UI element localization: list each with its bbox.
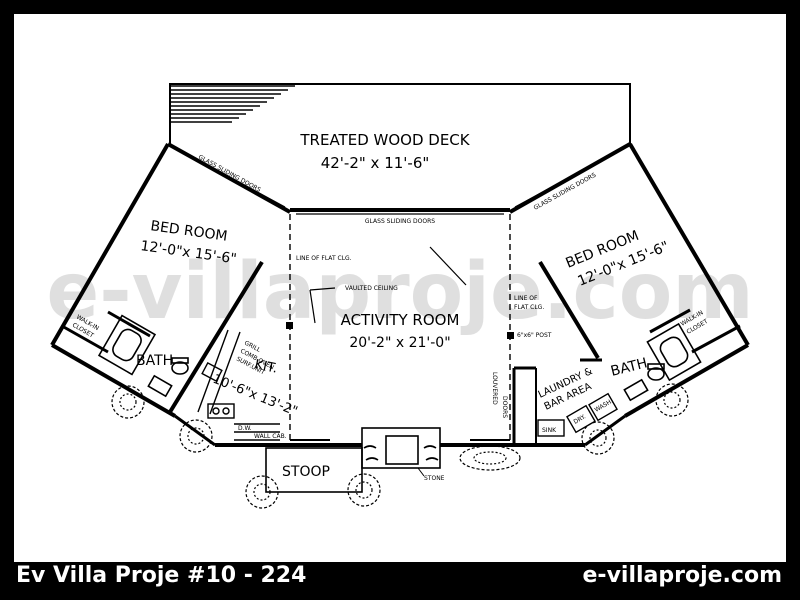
glass-sliding-doors <box>179 149 621 215</box>
floor-plan: e-villaproje.com TREATED WOOD DECK <box>46 83 754 509</box>
post-label: 6"x6" POST <box>517 332 552 339</box>
bath-right-fixtures <box>623 322 702 402</box>
bath-right-name: BATH <box>609 355 649 380</box>
sink-label: SINK <box>542 427 557 434</box>
louvered-label-1: LOUVERED <box>491 372 498 405</box>
wall-cab-label: WALL CAB. <box>254 433 287 440</box>
caption-website: e-villaproje.com <box>582 563 782 588</box>
dw-label: D.W. <box>238 425 252 432</box>
stoop-name: STOOP <box>282 464 330 480</box>
deck-name: TREATED WOOD DECK <box>299 131 470 149</box>
bath-left-fixtures <box>97 314 189 398</box>
caption-project-id: Ev Villa Proje #10 - 224 <box>16 563 307 588</box>
stoop-outline <box>265 447 363 493</box>
line-flat-right-label-1: LINE OF <box>514 295 538 302</box>
stone-label: STONE <box>424 475 445 482</box>
watermark: e-villaproje.com <box>46 247 753 337</box>
glass-sliding-center-label: GLASS SLIDING DOORS <box>365 218 435 225</box>
dryer-label: DRY. <box>573 413 588 425</box>
bath-left-name: BATH <box>136 353 173 369</box>
louvered-label-2: DOORS <box>501 396 508 418</box>
stone-leader <box>417 467 425 477</box>
exterior-walls <box>50 142 750 447</box>
kitchen-fixtures <box>197 329 280 441</box>
line-flat-left-label: LINE OF FLAT CLG. <box>296 255 352 262</box>
landscape-shrubs <box>111 383 689 509</box>
laundry-fixtures <box>537 392 618 437</box>
glass-sliding-left-label: GLASS SLIDING DOORS <box>197 154 262 194</box>
floor-plan-area: e-villaproje.com TREATED WOOD DECK <box>14 14 786 562</box>
post-left <box>286 322 293 329</box>
activity-room-size: 20'-2" x 21'-0" <box>349 335 450 351</box>
vaulted-ceiling-arrows <box>309 246 467 324</box>
deck-size: 42'-2" x 11'-6" <box>321 154 430 172</box>
stone-entry <box>361 427 441 469</box>
vaulted-ceiling-label: VAULTED CEILING <box>345 285 398 292</box>
wood-deck <box>169 83 631 145</box>
activity-room-name: ACTIVITY ROOM <box>341 311 460 329</box>
line-flat-right-label-2: FLAT CLG. <box>514 304 544 311</box>
kitchen-name: KIT. <box>253 357 279 376</box>
post-right <box>507 332 514 339</box>
